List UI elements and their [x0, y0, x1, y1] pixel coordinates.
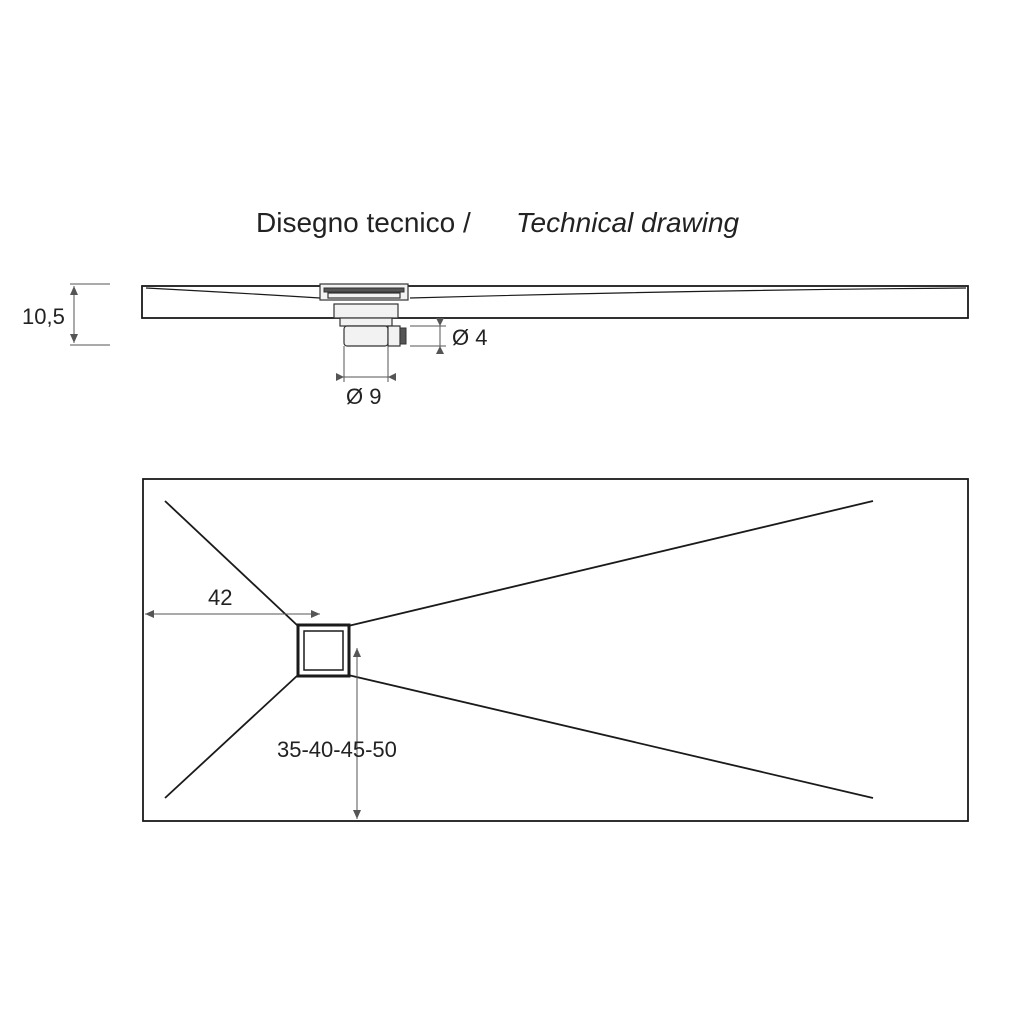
- drain-grate-top: [296, 623, 351, 678]
- drain-grate-side: [319, 283, 409, 301]
- slope-line-bottom-left: [164, 674, 299, 799]
- slope-line-left: [145, 287, 321, 299]
- slope-line-top-right: [347, 500, 874, 627]
- drain-dim-label: Ø 9: [346, 384, 381, 409]
- outlet-dim-arrow-top: [436, 318, 444, 326]
- slope-line-top-left: [164, 500, 299, 627]
- slope-line-bottom-right: [347, 674, 874, 799]
- title-italian: Disegno tecnico /: [256, 207, 471, 238]
- drain-dim-arrow-right: [388, 373, 396, 381]
- offset-dim-label: 42: [208, 585, 232, 610]
- outlet-dim-label: Ø 4: [452, 325, 487, 350]
- tray-top-outline: [142, 478, 969, 822]
- title-english: Technical drawing: [516, 207, 740, 238]
- outlet-dim-arrow-bottom: [436, 346, 444, 354]
- tray-side-profile: [141, 285, 969, 319]
- drain-body-side: [333, 303, 407, 347]
- position-dim-label: 35-40-45-50: [277, 737, 397, 762]
- top-view: 42 35-40-45-50: [142, 478, 969, 822]
- drain-grate-inner: [303, 630, 344, 671]
- slope-line-right: [409, 287, 967, 299]
- height-dim-label: 10,5: [22, 304, 65, 329]
- side-view: 10,5 Ø 4 Ø 9: [22, 283, 969, 409]
- drain-dim-arrow-left: [336, 373, 344, 381]
